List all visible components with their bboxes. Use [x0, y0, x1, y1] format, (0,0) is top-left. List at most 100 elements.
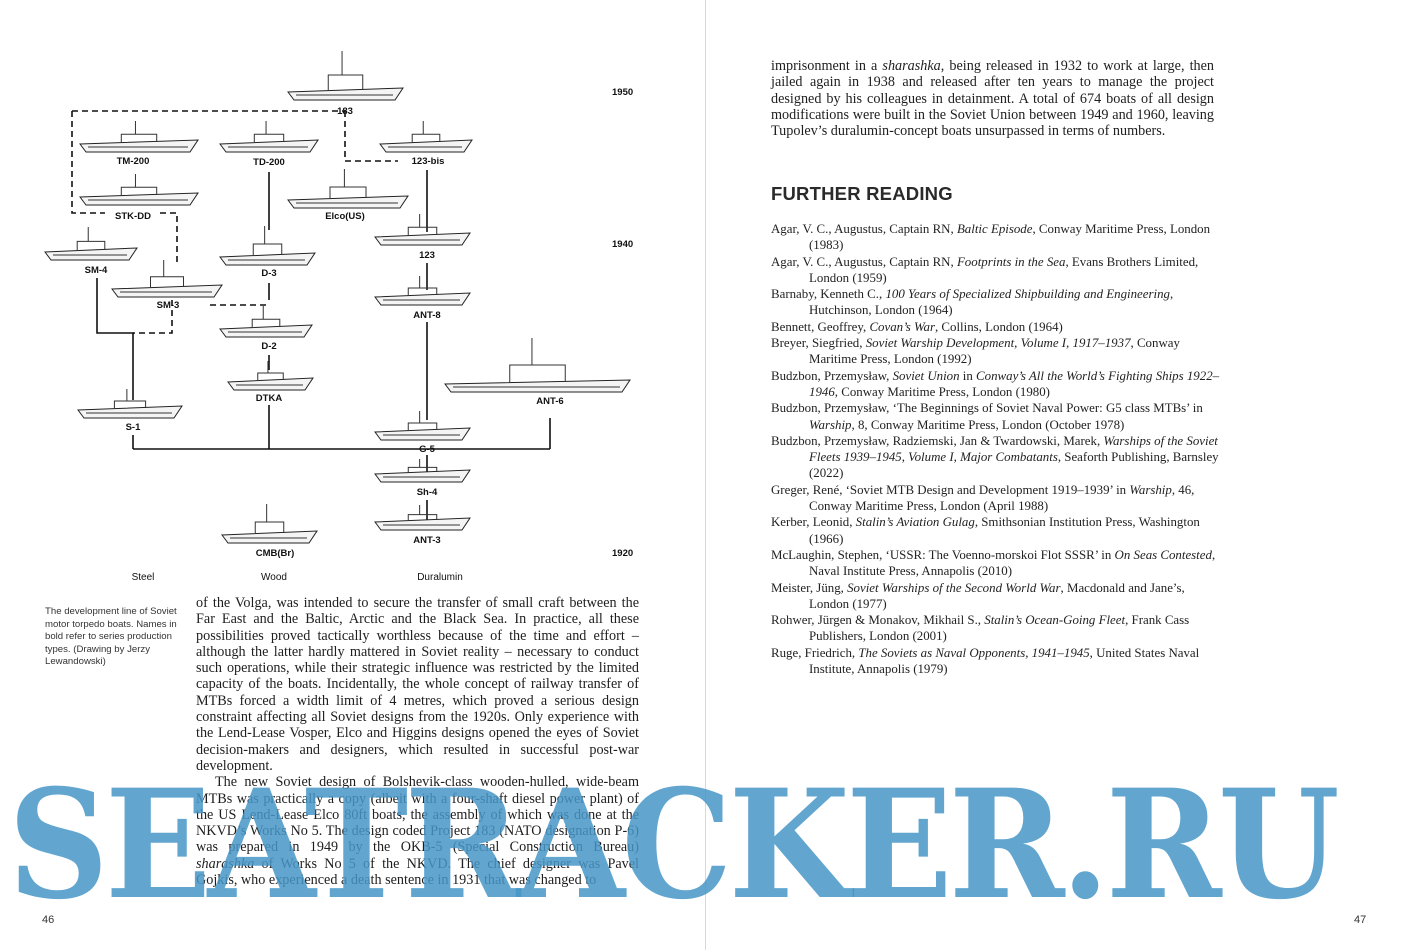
reference-entry: Budzbon, Przemysław, ‘The Beginnings of …: [771, 400, 1221, 433]
year-label: 1940: [612, 239, 633, 250]
reference-text: , United States Naval Institute, Annapol…: [809, 645, 1200, 677]
reference-title: Conway’s All the World’s Fighting Ships …: [809, 368, 1220, 399]
reference-entry: Greger, René, ‘Soviet MTB Design and Dev…: [771, 482, 1221, 515]
reference-entry: Agar, V. C., Augustus, Captain RN, Footp…: [771, 254, 1221, 287]
boat-label: ANT-8: [413, 310, 440, 321]
reference-title: On Seas Contested: [1114, 547, 1212, 562]
ship-drawing-icon: [44, 227, 138, 261]
ship-drawing-icon: [374, 459, 471, 483]
ship-drawing-icon: [287, 51, 404, 101]
reference-text: Breyer, Siegfried,: [771, 336, 866, 351]
reference-text: Meister, Jüng,: [771, 580, 848, 595]
boat-label: D-3: [261, 268, 276, 279]
text-run: imprisonment in a: [771, 58, 883, 74]
italic-term: sharashka: [196, 855, 255, 872]
reference-entry: Budzbon, Przemysław, Soviet Union in Con…: [771, 368, 1221, 401]
material-column-label: Duralumin: [417, 572, 463, 583]
reference-text: Rohwer, Jürgen & Monakov, Mikhail S.,: [771, 613, 985, 628]
year-label: 1920: [612, 548, 633, 559]
reference-entry: Meister, Jüng, Soviet Warships of the Se…: [771, 580, 1221, 613]
reference-text: , Conway Maritime Press, London (1983): [809, 222, 1211, 253]
reference-title: Soviet Union: [892, 368, 960, 383]
steel-line: [96, 278, 134, 449]
boat-label: TD-200: [253, 157, 285, 168]
material-column-label: Steel: [132, 572, 155, 583]
ship-drawing-icon: [379, 121, 473, 153]
page-gutter: [705, 0, 706, 950]
reference-title: Stalin’s Ocean-Going Fleet: [984, 613, 1126, 628]
reference-text: , Conway Maritime Press, London (1980): [834, 384, 1050, 399]
reference-entry: Kerber, Leonid, Stalin’s Aviation Gulag,…: [771, 514, 1221, 547]
reference-title: Baltic Episode: [956, 222, 1033, 236]
reference-title: Warships of the Soviet Fleets 1939–1945,…: [809, 433, 1218, 465]
dashed-connector: [133, 300, 269, 334]
material-column-label: Wood: [261, 572, 287, 583]
ship-drawing-icon: [79, 121, 199, 153]
reference-text: , Evans Brothers Limited, London (1959): [809, 254, 1199, 285]
right-page: [706, 0, 1409, 950]
boat-label: Elco(US): [325, 211, 365, 222]
reference-text: Budzbon, Przemysław, ‘The Beginnings of …: [771, 401, 1203, 416]
page-number-left: 46: [42, 914, 55, 926]
boat-label: 183: [337, 106, 353, 117]
reference-text: , Smithsonian Institution Press, Washing…: [809, 515, 1200, 546]
boat-label: STK-DD: [115, 211, 151, 222]
reference-text: Agar, V. C., Augustus, Captain RN,: [771, 222, 957, 236]
reference-entry: Ruge, Friedrich, The Soviets as Naval Op…: [771, 645, 1221, 678]
boat-label: 123: [419, 250, 435, 261]
ship-drawing-icon: [374, 276, 471, 306]
reference-entry: Budzbon, Przemysław, Radziemski, Jan & T…: [771, 433, 1221, 482]
reference-entry: Rohwer, Jürgen & Monakov, Mikhail S., St…: [771, 612, 1221, 645]
reference-text: , Frank Cass Publishers, London (2001): [809, 613, 1190, 644]
reference-text: Kerber, Leonid,: [771, 515, 856, 530]
reference-entry: Bennett, Geoffrey, Covan’s War, Collins,…: [771, 319, 1221, 335]
boat-label: CMB(Br): [256, 548, 295, 559]
paragraph: The new Soviet design of Bolshevik-class…: [196, 774, 639, 888]
reference-title: Covan’s War: [869, 319, 935, 334]
boat-label: SM-4: [85, 265, 108, 276]
reference-text: , 46, Conway Maritime Press, London (Apr…: [809, 482, 1195, 514]
paragraph: imprisonment in a sharashka, being relea…: [771, 58, 1214, 139]
left-body-text: of the Volga, was intended to secure the…: [196, 595, 639, 888]
reference-text: Greger, René, ‘Soviet MTB Design and Dev…: [771, 482, 1130, 497]
reference-title: Stalin’s Aviation Gulag: [855, 515, 975, 530]
reference-text: Agar, V. C., Augustus, Captain RN,: [771, 254, 957, 269]
further-reading-heading: FURTHER READING: [771, 183, 953, 204]
ship-drawing-icon: [219, 226, 316, 266]
ship-drawing-icon: [221, 504, 318, 544]
boat-label: Sh-4: [417, 487, 438, 498]
reference-entry: Barnaby, Kenneth C., 100 Years of Specia…: [771, 286, 1221, 319]
boat-label: 123-bis: [412, 156, 445, 167]
reference-entry: Breyer, Siegfried, Soviet Warship Develo…: [771, 335, 1221, 368]
text-run: of Works No 5 of the NKVD. The chief des…: [196, 855, 639, 889]
ship-drawing-icon: [79, 174, 199, 206]
reference-title: 100 Years of Specialized Shipbuilding an…: [885, 287, 1170, 302]
year-label: 1950: [612, 87, 633, 98]
reference-text: Budzbon, Przemysław, Radziemski, Jan & T…: [771, 433, 1104, 448]
reference-text: , Seaforth Publishing, Barnsley (2022): [809, 450, 1219, 481]
reference-text: Barnaby, Kenneth C.,: [771, 287, 886, 302]
reference-text: Bennett, Geoffrey,: [771, 319, 870, 334]
reference-title: Soviet Warship Development, Volume I, 19…: [865, 336, 1131, 351]
reference-text: , Hutchinson, London (1964): [809, 287, 1174, 318]
ship-drawing-icon: [111, 260, 223, 298]
ship-drawing-icon: [374, 411, 471, 441]
boat-label: TM-200: [117, 156, 150, 167]
text-run: The new Soviet design of Bolshevik-class…: [196, 774, 639, 856]
reference-text: McLaughin, Stephen, ‘USSR: The Voenno-mo…: [771, 547, 1115, 562]
reference-entry: McLaughin, Stephen, ‘USSR: The Voenno-mo…: [771, 547, 1221, 580]
reference-list: Agar, V. C., Augustus, Captain RN, Balti…: [771, 221, 1221, 677]
ship-drawings: [44, 51, 631, 544]
text-run: , being released in 1932 to work at larg…: [771, 58, 1215, 140]
g5-line: [133, 418, 551, 450]
reference-text: , 8, Conway Maritime Press, London (Octo…: [851, 417, 1125, 432]
ship-drawing-icon: [227, 361, 314, 391]
ship-drawing-icon: [219, 306, 313, 338]
reference-title: Footprints in the Sea: [956, 254, 1066, 269]
ship-drawing-icon: [287, 169, 409, 209]
reference-text: , Collins, London (1964): [934, 319, 1063, 334]
boat-label: SM-3: [157, 300, 180, 311]
ship-drawing-icon: [77, 389, 183, 419]
boat-label: DTKA: [256, 393, 283, 404]
